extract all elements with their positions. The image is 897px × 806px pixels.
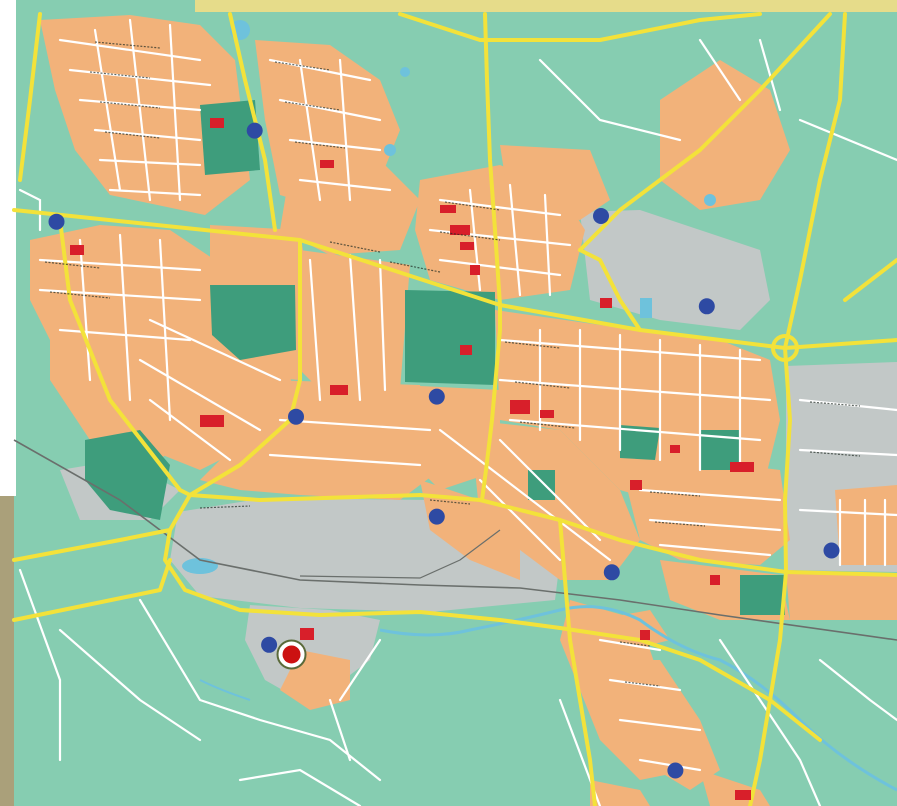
road-northeast-2: [783, 12, 847, 350]
road-far-west: [18, 12, 42, 182]
street-labels: [44, 41, 861, 687]
road-east-west: [12, 208, 897, 350]
road-west-curve: [58, 218, 192, 497]
map-frame-white: [0, 0, 16, 496]
map-outside-top: [195, 0, 897, 12]
river: [379, 605, 897, 792]
stop-marker-stop-09[interactable]: [823, 542, 840, 559]
road-west-lower: [12, 558, 172, 622]
road-link: [578, 248, 642, 332]
road-southwest: [12, 493, 192, 562]
road-east-exit: [843, 258, 897, 302]
stop-marker-stop-04[interactable]: [698, 298, 715, 315]
road-north-west: [228, 12, 277, 232]
road-southeast: [558, 626, 822, 742]
stop-marker-stop-05[interactable]: [288, 408, 304, 425]
stop-markers-layer: [48, 122, 840, 779]
stop-marker-stop-10[interactable]: [261, 636, 278, 653]
stop-marker-stop-07[interactable]: [428, 508, 445, 525]
road-top: [398, 12, 762, 42]
destination-layer: [276, 639, 307, 670]
railway: [13, 439, 897, 641]
stream: [199, 679, 251, 701]
road-north: [483, 12, 502, 307]
road-south: [558, 518, 597, 806]
roundabout: [771, 334, 799, 362]
stop-marker-stop-01[interactable]: [246, 122, 263, 139]
public-buildings: [70, 118, 754, 800]
stop-marker-stop-11[interactable]: [667, 762, 684, 779]
road-northeast: [578, 12, 832, 252]
stop-marker-stop-08[interactable]: [603, 564, 620, 581]
road-center-south: [480, 303, 502, 502]
destination-dot: [282, 645, 301, 664]
target-pin-icon[interactable]: [276, 639, 307, 670]
minor-roads: [18, 18, 897, 806]
stop-marker-stop-06[interactable]: [428, 388, 445, 405]
stop-marker-stop-02[interactable]: [48, 213, 65, 230]
road-east-south: [748, 346, 792, 806]
stop-marker-stop-03[interactable]: [593, 208, 609, 224]
